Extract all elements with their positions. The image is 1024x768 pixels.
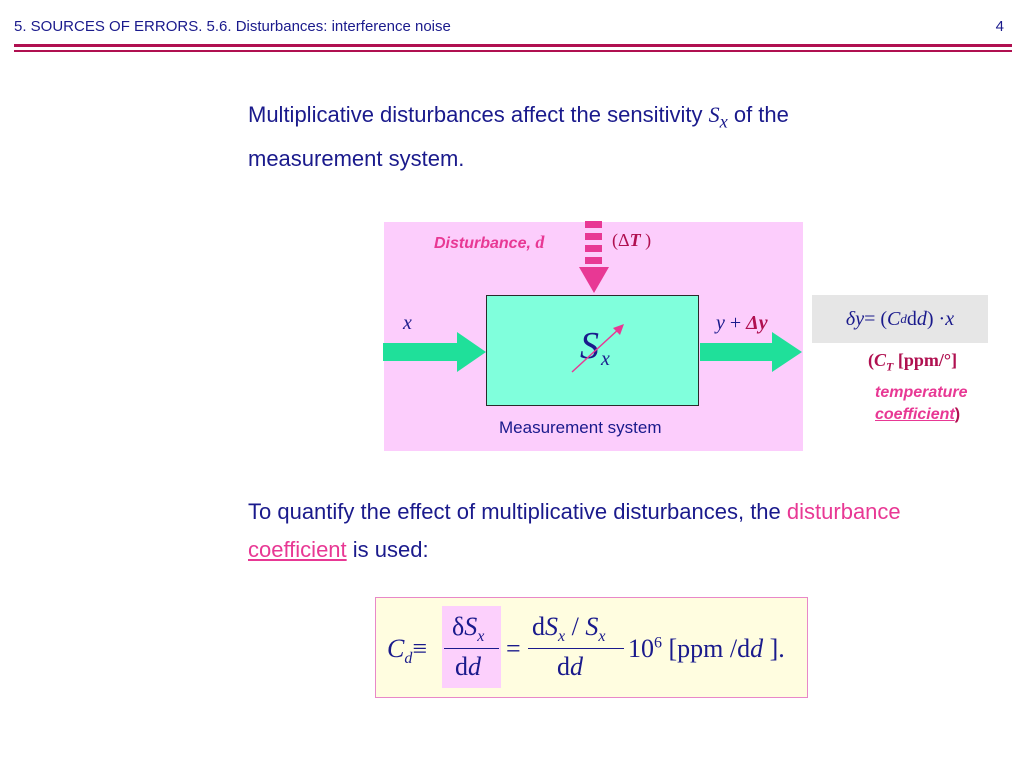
measurement-system-box — [486, 295, 699, 406]
intro-text-after: of the measurement system. — [248, 102, 789, 172]
intro-paragraph: Multiplicative disturbances affect the s… — [248, 96, 908, 178]
disturbance-symbol: d — [535, 232, 545, 252]
quantify-paragraph: To quantify the effect of multiplicative… — [248, 493, 948, 569]
f-num2-S: S — [545, 612, 558, 641]
temperature-coefficient-symbol: (CT [ppm/°] — [868, 350, 957, 375]
term-disturbance: disturbance — [786, 499, 901, 524]
page-number: 4 — [995, 18, 1004, 35]
eq-rest: ) · — [926, 307, 946, 330]
f-num1-sub: x — [477, 628, 485, 646]
quantify-text-after: is used: — [346, 537, 429, 562]
f-den1-d: d — [455, 652, 468, 681]
formula-den1: dd — [455, 652, 481, 682]
eq-equals: = ( — [864, 307, 888, 330]
delta-T-open: (Δ — [612, 230, 630, 250]
arrow-right-icon — [383, 332, 486, 372]
ct-unit: [ppm/°] — [893, 350, 958, 370]
sensitivity-S: S — [708, 102, 720, 127]
system-caption: Measurement system — [499, 418, 662, 437]
eq-dd: d — [906, 307, 917, 330]
formula-equals: = — [506, 634, 521, 663]
f-den2-var: d — [570, 652, 583, 681]
dashed-arrow-down-icon — [579, 221, 609, 293]
f-den1-var: d — [468, 652, 481, 681]
f-C: C — [387, 634, 405, 663]
f-ten: 10 — [628, 634, 654, 663]
intro-text-before: Multiplicative disturbances affect the s… — [248, 102, 709, 127]
sensitivity-sub-glyph: x — [600, 348, 610, 370]
output-plus: + — [724, 312, 747, 334]
f-equiv: ≡ — [412, 634, 428, 663]
formula-num1: δSx — [452, 612, 484, 646]
term-coefficient: coefficient — [248, 537, 347, 562]
delta-T-close: ) — [640, 230, 652, 250]
temp-coef-line1: temperature — [875, 384, 968, 401]
sensitivity-symbol-graphic: S x — [571, 324, 624, 373]
eq-lhs: δy — [845, 307, 865, 330]
f-num1-S: S — [464, 612, 478, 641]
quantify-text-before: To quantify the effect of multiplicative… — [248, 499, 787, 524]
sensitivity-S-glyph: S — [580, 325, 599, 367]
slide-title: 5. SOURCES OF ERRORS. 5.6. Disturbances:… — [14, 18, 451, 35]
diagonal-arrow-icon — [571, 324, 624, 373]
sensitivity-sub: x — [719, 111, 728, 132]
f-exp: 6 — [654, 634, 662, 652]
output-delta-y: Δy — [746, 312, 768, 334]
f-unit-var: d — [750, 634, 764, 663]
temp-coef-line2: coefficient — [875, 406, 955, 423]
f-unit-d: d — [737, 634, 751, 663]
f-num1-delta: δ — [452, 612, 465, 641]
ct-sub: T — [886, 359, 894, 374]
f-den2-d: d — [557, 652, 570, 681]
formula-unit: 106 [ppm /dd ]. — [628, 634, 785, 664]
eq-x: x — [945, 307, 955, 330]
disturbance-label: Disturbance, d — [434, 232, 544, 253]
f-num2-slash: / — [565, 612, 586, 641]
ct-open: ( — [868, 350, 874, 370]
formula-num2: dSx / Sx — [532, 612, 605, 646]
eq-d: d — [916, 307, 927, 330]
fraction-bar-2 — [528, 648, 624, 649]
f-num2-sub2: x — [598, 628, 606, 646]
delta-T-label: (ΔT ) — [612, 230, 651, 251]
eq-C: C — [887, 307, 901, 330]
output-label: y + Δy — [716, 312, 768, 335]
temperature-coefficient-note: temperature coefficient) — [875, 382, 967, 426]
f-unit-close: ]. — [763, 634, 785, 663]
disturbance-label-text: Disturbance, — [434, 235, 536, 252]
f-num2-S2: S — [585, 612, 599, 641]
ct-C: C — [874, 350, 887, 370]
delta-T-var: T — [629, 230, 641, 250]
temp-coef-close: ) — [954, 406, 961, 423]
f-num2-d: d — [532, 612, 545, 641]
input-label: x — [403, 312, 412, 334]
header-divider-bottom — [14, 50, 1012, 52]
f-unit-open: [ppm / — [662, 634, 738, 663]
fraction-bar-1 — [444, 648, 499, 649]
arrow-right-icon — [700, 332, 802, 372]
f-C-sub: d — [404, 650, 413, 668]
sensitivity-symbol: Sx — [708, 102, 728, 131]
formula-lhs: Cd≡ — [387, 634, 427, 668]
eq-C-sub: d — [900, 311, 907, 326]
f-num2-sub: x — [558, 628, 566, 646]
output-y: y — [716, 312, 725, 334]
formula-highlight — [442, 606, 501, 688]
formula-den2: dd — [557, 652, 583, 682]
header-divider-top — [14, 44, 1012, 47]
